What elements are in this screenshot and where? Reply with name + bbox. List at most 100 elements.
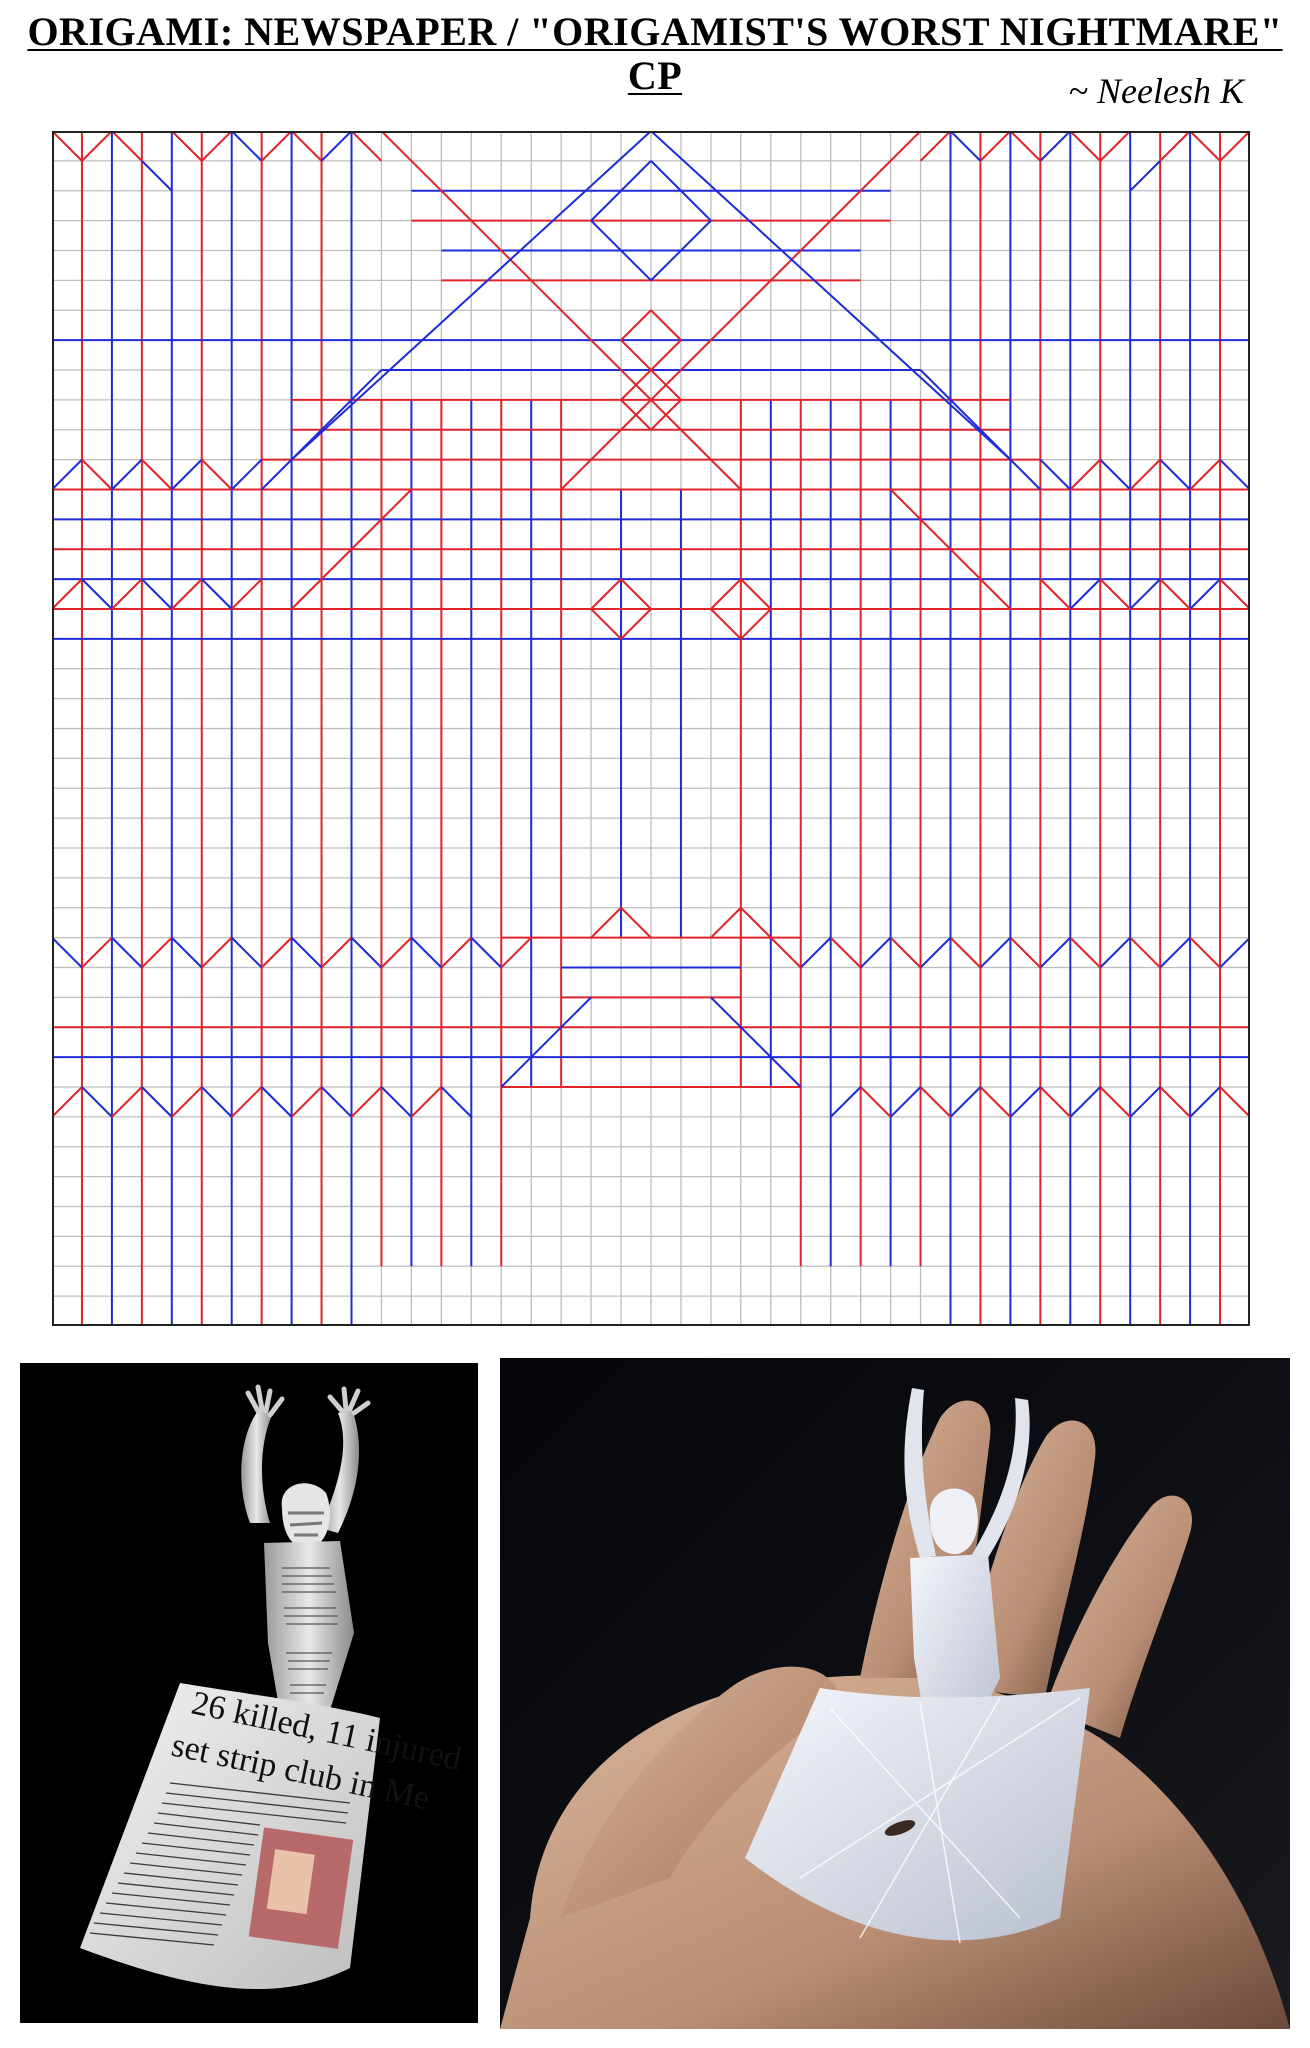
mountain-fold bbox=[350, 1086, 383, 1118]
mountain-fold bbox=[1009, 131, 1042, 162]
mountain-fold bbox=[1039, 1086, 1072, 1118]
model-body bbox=[910, 1554, 1000, 1740]
mountain-fold bbox=[919, 1086, 952, 1118]
mountain-fold bbox=[171, 1086, 203, 1118]
torso bbox=[264, 1541, 354, 1725]
mountain-fold bbox=[829, 936, 862, 969]
mountain-fold bbox=[111, 1086, 143, 1118]
valley-fold bbox=[949, 1086, 982, 1118]
hand-model-illustration bbox=[500, 1388, 1290, 2029]
mountain-fold bbox=[1069, 936, 1101, 969]
model-head bbox=[929, 1488, 978, 1555]
valley-fold bbox=[320, 1086, 353, 1118]
mountain-fold bbox=[201, 131, 233, 162]
valley-fold bbox=[111, 936, 143, 969]
valley-fold bbox=[650, 131, 1012, 461]
valley-fold bbox=[230, 936, 263, 969]
valley-fold bbox=[829, 1086, 862, 1118]
mountain-fold bbox=[380, 936, 413, 969]
valley-fold bbox=[1159, 936, 1191, 969]
mountain-fold bbox=[620, 907, 652, 939]
mountain-fold bbox=[590, 907, 622, 939]
mountain-fold bbox=[1219, 1086, 1250, 1118]
right-hand bbox=[327, 1386, 371, 1416]
mountain-fold bbox=[1069, 458, 1101, 491]
mountain-fold bbox=[201, 936, 233, 969]
mountain-fold bbox=[1189, 936, 1221, 969]
model-left-arm bbox=[904, 1388, 936, 1558]
mountain-fold bbox=[230, 578, 263, 610]
right-arm bbox=[320, 1409, 360, 1533]
mountain-fold bbox=[260, 936, 293, 969]
valley-fold bbox=[52, 458, 83, 491]
valley-fold bbox=[350, 936, 383, 969]
mountain-fold bbox=[889, 488, 1012, 610]
valley-fold bbox=[1069, 1086, 1101, 1118]
valley-fold bbox=[440, 1086, 473, 1118]
mountain-fold bbox=[290, 1086, 323, 1118]
mountain-fold bbox=[1159, 578, 1191, 610]
valley-fold bbox=[230, 458, 263, 491]
mountain-fold bbox=[1129, 458, 1161, 491]
mountain-fold bbox=[590, 608, 622, 640]
valley-fold bbox=[1189, 1086, 1221, 1118]
valley-fold bbox=[81, 578, 113, 610]
mountain-fold bbox=[111, 578, 143, 610]
valley-fold bbox=[230, 131, 263, 162]
finger-3 bbox=[1045, 1495, 1192, 1738]
title-line-2: CP bbox=[627, 53, 683, 98]
mountain-fold bbox=[1099, 131, 1131, 162]
paper-border bbox=[52, 131, 1250, 1326]
mountain-fold bbox=[290, 488, 413, 610]
valley-fold bbox=[1189, 578, 1221, 610]
valley-fold bbox=[1039, 936, 1072, 969]
mountain-fold bbox=[320, 936, 353, 969]
mountain-fold bbox=[710, 608, 742, 640]
author-credit: ~ Neelesh K bbox=[1068, 71, 1244, 111]
mountain-fold bbox=[620, 309, 652, 341]
mountain-fold bbox=[620, 399, 652, 431]
valley-fold bbox=[1219, 458, 1250, 491]
valley-fold bbox=[1099, 458, 1131, 491]
mountain-fold bbox=[740, 907, 772, 939]
valley-fold bbox=[52, 936, 83, 969]
valley-fold bbox=[590, 160, 652, 222]
mountain-fold bbox=[889, 936, 922, 969]
mountain-fold bbox=[710, 578, 742, 610]
valley-fold bbox=[1099, 936, 1131, 969]
mountain-fold bbox=[81, 458, 113, 491]
mountain-fold bbox=[1129, 936, 1161, 969]
valley-fold bbox=[650, 219, 712, 282]
mountain-fold bbox=[620, 369, 652, 401]
valley-fold bbox=[919, 369, 1042, 491]
valley-fold bbox=[201, 578, 233, 610]
mountain-fold bbox=[1219, 578, 1250, 610]
valley-fold bbox=[290, 131, 652, 461]
mountain-fold bbox=[171, 131, 203, 162]
valley-fold bbox=[800, 936, 832, 969]
mountain-fold bbox=[81, 131, 113, 162]
valley-fold bbox=[410, 936, 443, 969]
valley-fold bbox=[470, 936, 502, 969]
mountain-fold bbox=[1069, 131, 1101, 162]
mountain-fold bbox=[770, 936, 802, 969]
valley-fold bbox=[919, 936, 952, 969]
valley-fold bbox=[320, 131, 353, 162]
valley-fold bbox=[1159, 458, 1191, 491]
mountain-fold bbox=[1219, 131, 1250, 162]
valley-fold bbox=[141, 1086, 173, 1118]
model-right-arm bbox=[970, 1398, 1030, 1564]
valley-fold bbox=[650, 160, 712, 222]
valley-fold bbox=[380, 1086, 413, 1118]
valley-fold bbox=[1129, 1086, 1161, 1118]
photo-model-in-hand bbox=[500, 1358, 1290, 2029]
valley-fold bbox=[171, 458, 203, 491]
valley-fold bbox=[1039, 131, 1072, 162]
mountain-fold bbox=[740, 578, 772, 610]
mountain-fold bbox=[52, 131, 83, 162]
head bbox=[281, 1483, 330, 1549]
valley-fold bbox=[979, 936, 1012, 969]
mountain-fold bbox=[650, 339, 682, 371]
valley-fold bbox=[1009, 1086, 1042, 1118]
photo-newspaper-model: 26 killed, 11 injured set strip club in … bbox=[20, 1363, 478, 2023]
